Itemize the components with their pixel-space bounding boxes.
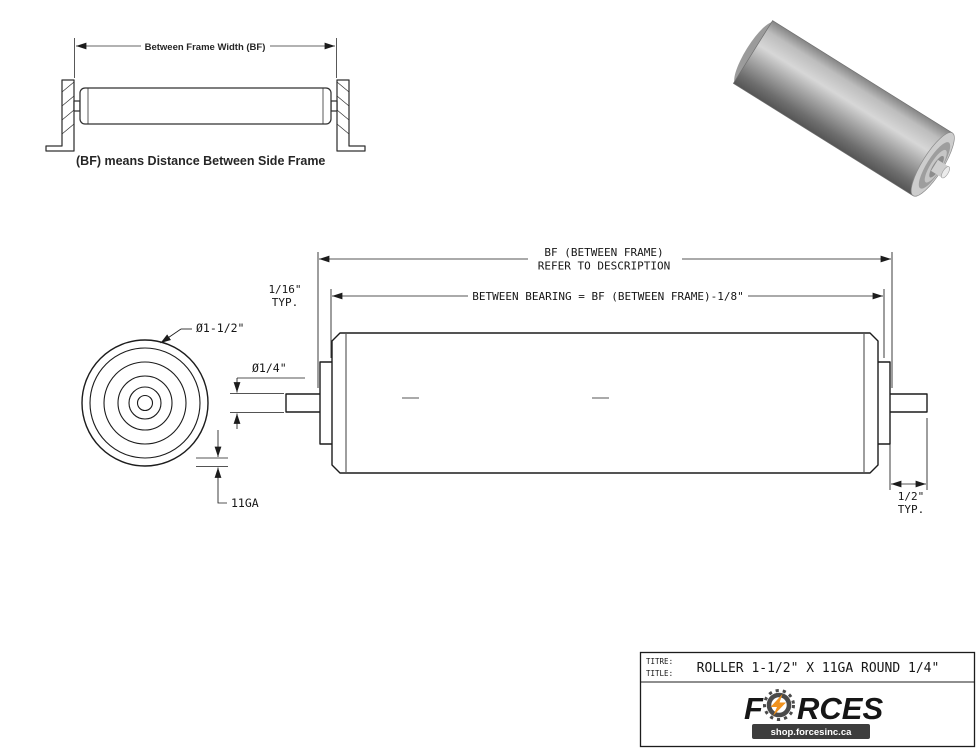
sixteenth-typ-text: TYP. xyxy=(272,296,299,309)
half-typ-text: TYP. xyxy=(898,503,925,516)
callout-roller-diameter: Ø1-1/2" xyxy=(160,321,244,344)
axle-dia-extension-lines xyxy=(230,377,305,413)
axle-right xyxy=(890,393,928,413)
inset-dim-label: Between Frame Width (BF) xyxy=(145,42,266,53)
roller-end-view xyxy=(81,339,209,467)
roller-body xyxy=(331,332,879,474)
title-block: TITRE: TITLE: ROLLER 1-1/2" X 11GA ROUND… xyxy=(639,651,976,748)
inset-axle-right xyxy=(330,100,338,112)
title-label-fr: TITRE: xyxy=(646,657,673,666)
inset-roller-body xyxy=(79,87,332,125)
bearing-hub-left xyxy=(319,361,332,445)
bf-extension-lines xyxy=(317,252,893,388)
logo-url-bar: shop.forcesinc.ca xyxy=(752,724,870,739)
roller-end-cap-lines xyxy=(345,334,865,472)
dim-between-bearing: BETWEEN BEARING = BF (BETWEEN FRAME)-1/8… xyxy=(330,289,885,358)
end-view-tube-inner-circle xyxy=(89,347,201,459)
url-bar-bg xyxy=(752,724,870,739)
bearing-extension-lines xyxy=(330,289,885,358)
inset-axle-left xyxy=(73,100,81,112)
end-view-bearing-circle xyxy=(117,375,173,431)
end-view-bearing-inner-circle xyxy=(128,386,162,420)
bearing-hub-right xyxy=(878,361,891,445)
gear-teeth-icon xyxy=(763,689,795,721)
sixteenth-text: 1/16" xyxy=(268,283,301,296)
roller-3d-axle-tip xyxy=(941,166,950,179)
side-frame-right-hatch xyxy=(336,81,350,135)
logo-text-f: F xyxy=(744,691,764,726)
logo-text-rest: RCES xyxy=(797,691,883,726)
title-block-border xyxy=(639,651,976,748)
label-sixteenth-typ: 1/16" TYP. xyxy=(268,283,301,309)
side-frame-right-shape xyxy=(336,79,366,152)
logo-url: shop.forcesinc.ca xyxy=(771,727,852,738)
stickout-extension-lines xyxy=(889,418,928,490)
side-frame-left xyxy=(45,79,75,152)
bf-definition-inset: Between Frame Width (BF) (BF) means Dist… xyxy=(45,38,366,168)
title-label-en: TITLE: xyxy=(646,669,673,678)
inset-caption: (BF) means Distance Between Side Frame xyxy=(76,154,325,168)
gauge-extension-lines xyxy=(196,457,228,504)
gauge-text: 11GA xyxy=(231,496,259,510)
between-bearing-text: BETWEEN BEARING = BF (BETWEEN FRAME)-1/8… xyxy=(472,290,744,303)
end-view-axle-circle xyxy=(136,394,154,412)
drawing-title: ROLLER 1-1/2" X 11GA ROUND 1/4" xyxy=(697,661,940,676)
roller-dia-text: Ø1-1/2" xyxy=(196,321,244,335)
forces-logo: F RCES xyxy=(744,689,883,726)
lightning-bolt-icon xyxy=(770,694,786,716)
inset-roller-end-lines xyxy=(87,88,324,124)
callout-axle-diameter: Ø1/4" xyxy=(230,361,305,429)
end-view-outer-circle xyxy=(81,339,209,467)
half-text: 1/2" xyxy=(898,490,925,503)
callout-gauge: 11GA xyxy=(196,430,259,510)
dim-bf: BF (BETWEEN FRAME) REFER TO DESCRIPTION xyxy=(317,246,893,388)
axle-left xyxy=(285,393,320,413)
roller-side-view xyxy=(285,332,928,474)
side-frame-right xyxy=(336,79,366,152)
side-frame-left-shape xyxy=(45,79,75,152)
inset-extension-lines xyxy=(74,38,337,78)
bf-dim-text-line1: BF (BETWEEN FRAME) xyxy=(544,246,663,259)
axle-dia-text: Ø1/4" xyxy=(252,361,287,375)
roller-dia-leader-arrow xyxy=(160,328,182,344)
dim-axle-stickout: 1/2" TYP. xyxy=(889,418,928,516)
side-frame-left-hatch xyxy=(61,81,75,135)
bf-dim-text-line2: REFER TO DESCRIPTION xyxy=(538,260,670,273)
end-view-cap-circle xyxy=(103,361,187,445)
roller-3d-image xyxy=(732,20,955,197)
